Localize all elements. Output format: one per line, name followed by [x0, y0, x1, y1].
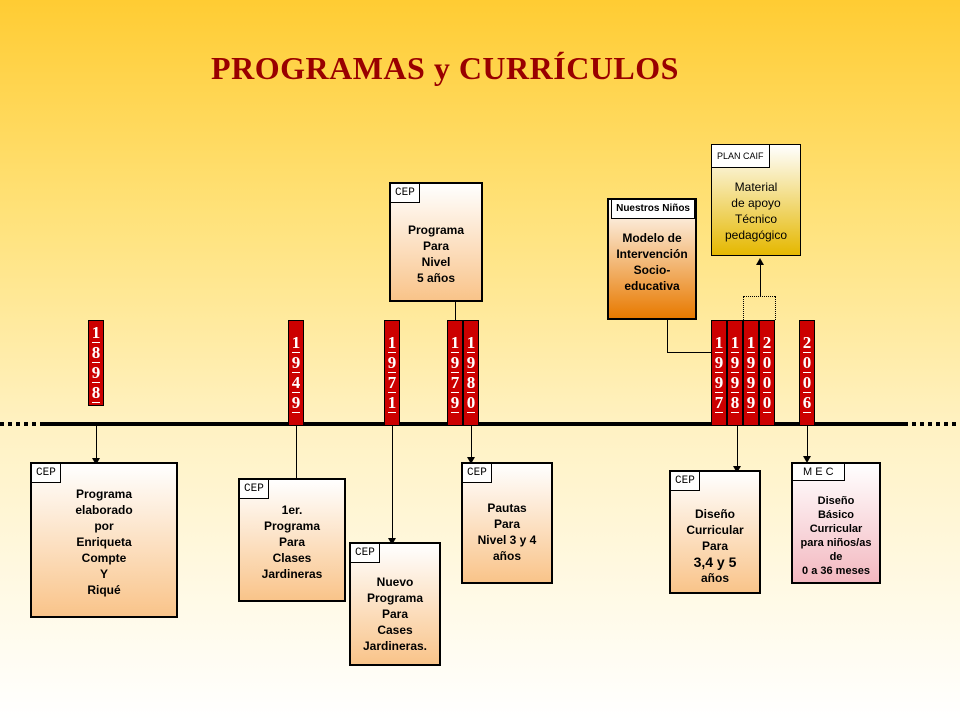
box-tag: M E C: [793, 464, 845, 481]
timeline-left-dots: [0, 422, 38, 426]
connector-caif-right: [775, 296, 776, 320]
connector-2006: [807, 426, 808, 460]
connector-1997-v: [667, 318, 668, 352]
box-tag: CEP: [240, 480, 269, 499]
arrow-down-icon: [733, 466, 741, 473]
timeline-right-dots: [912, 422, 956, 426]
arrow-down-icon: [92, 458, 100, 465]
connector-1997-down: [737, 426, 738, 468]
connector-1949: [296, 426, 297, 478]
connector-1980: [471, 426, 472, 460]
box-tag: CEP: [32, 464, 61, 483]
connector-1979: [455, 290, 456, 320]
connector-caif-top: [743, 296, 775, 297]
connector-1898: [96, 426, 97, 461]
box-tag: CEP: [351, 544, 380, 563]
connector-1971: [392, 426, 393, 542]
arrow-down-icon: [803, 456, 811, 463]
connector-caif-left: [743, 296, 744, 320]
page-title: PROGRAMAS y CURRÍCULOS: [211, 50, 679, 86]
arrow-down-icon: [388, 538, 396, 545]
connector-1997-h: [667, 352, 711, 353]
box-tag: Nuestros Niños: [611, 200, 695, 219]
arrow-down-icon: [467, 457, 475, 464]
box-tag: CEP: [391, 184, 420, 203]
box-tag: PLAN CAIF: [712, 145, 770, 168]
connector-caif: [760, 262, 761, 296]
box-tag: CEP: [671, 472, 700, 491]
box-tag: CEP: [463, 464, 492, 483]
arrow-up-icon: [756, 258, 764, 265]
